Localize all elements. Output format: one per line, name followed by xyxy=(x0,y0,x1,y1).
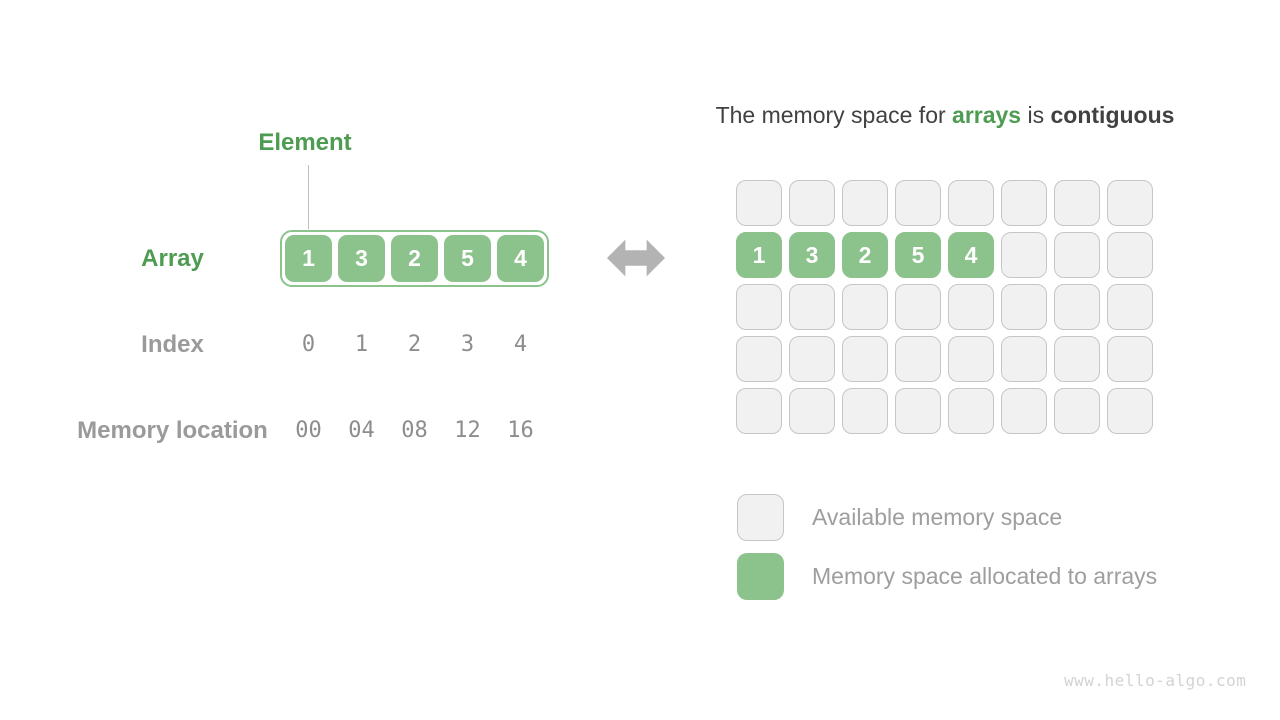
index-row: 0 1 2 3 4 xyxy=(285,333,544,357)
index-value: 0 xyxy=(301,332,316,357)
memory-location-value: 04 xyxy=(348,418,375,443)
memory-cell-available xyxy=(1001,284,1047,330)
memory-cell-available xyxy=(1054,388,1100,434)
memory-cell-available xyxy=(948,284,994,330)
memory-cell-available xyxy=(1107,336,1153,382)
allocated-memory-swatch xyxy=(737,552,784,600)
memory-cell-available xyxy=(789,284,835,330)
memory-cell-available xyxy=(895,284,941,330)
memory-cell-available xyxy=(842,284,888,330)
legend-item-available: Available memory space xyxy=(737,493,1062,541)
memory-cell-available xyxy=(789,180,835,226)
array-cell: 2 xyxy=(391,235,438,282)
memory-cell-available xyxy=(1107,284,1153,330)
memory-cell-available xyxy=(1054,284,1100,330)
memory-cell-available xyxy=(736,180,782,226)
array-label: Array xyxy=(141,245,204,272)
memory-cell-allocated: 2 xyxy=(842,232,888,278)
memory-cell-available xyxy=(1107,388,1153,434)
array-cell: 5 xyxy=(444,235,491,282)
memory-cell-available xyxy=(1001,388,1047,434)
memory-cell-available xyxy=(895,180,941,226)
memory-cell-allocated: 1 xyxy=(736,232,782,278)
memory-cell-available xyxy=(1107,180,1153,226)
array-cell: 4 xyxy=(497,235,544,282)
memory-cell-available xyxy=(842,180,888,226)
array-cell: 3 xyxy=(338,235,385,282)
memory-cell-available xyxy=(948,336,994,382)
element-label: Element xyxy=(258,129,352,156)
memory-location-value: 08 xyxy=(401,418,428,443)
memory-cell-available xyxy=(1054,336,1100,382)
memory-cell-available xyxy=(1107,232,1153,278)
index-value: 2 xyxy=(407,332,422,357)
memory-location-label: Memory location xyxy=(77,417,268,444)
memory-cell-available xyxy=(1001,336,1047,382)
title-text: The memory space for xyxy=(715,102,953,128)
memory-cell-available xyxy=(736,336,782,382)
memory-location-value: 16 xyxy=(507,418,534,443)
memory-cell-available xyxy=(948,180,994,226)
memory-cell-available xyxy=(842,336,888,382)
available-memory-swatch xyxy=(737,493,784,541)
memory-cell-available xyxy=(1001,232,1047,278)
memory-cell-available xyxy=(789,336,835,382)
memory-cell-available xyxy=(736,284,782,330)
title-contiguous-highlight: contiguous xyxy=(1050,102,1175,128)
index-label: Index xyxy=(141,331,204,358)
memory-location-row: 00 04 08 12 16 xyxy=(285,419,544,443)
memory-cell-available xyxy=(736,388,782,434)
title-text: is xyxy=(1021,102,1051,128)
watermark: www.hello-algo.com xyxy=(1064,671,1247,690)
memory-cell-available xyxy=(789,388,835,434)
memory-cell-allocated: 4 xyxy=(948,232,994,278)
index-value: 1 xyxy=(354,332,369,357)
array-cell: 1 xyxy=(285,235,332,282)
memory-title: The memory space for arrays is contiguou… xyxy=(615,101,1275,129)
memory-cell-available xyxy=(1054,232,1100,278)
memory-cell-available xyxy=(1001,180,1047,226)
memory-cell-available xyxy=(842,388,888,434)
memory-cell-allocated: 5 xyxy=(895,232,941,278)
legend-label: Memory space allocated to arrays xyxy=(812,562,1158,589)
memory-location-value: 12 xyxy=(454,418,481,443)
memory-cell-allocated: 3 xyxy=(789,232,835,278)
memory-cell-available xyxy=(948,388,994,434)
index-value: 3 xyxy=(460,332,475,357)
title-arrays-highlight: arrays xyxy=(952,102,1022,128)
memory-cell-available xyxy=(895,388,941,434)
legend-item-allocated: Memory space allocated to arrays xyxy=(737,552,1157,600)
index-value: 4 xyxy=(513,332,528,357)
memory-cell-available xyxy=(1054,180,1100,226)
memory-cell-available xyxy=(895,336,941,382)
legend-label: Available memory space xyxy=(812,503,1063,530)
left-right-arrow-icon xyxy=(606,239,666,277)
memory-location-value: 00 xyxy=(295,418,322,443)
element-pointer-line xyxy=(308,165,309,229)
